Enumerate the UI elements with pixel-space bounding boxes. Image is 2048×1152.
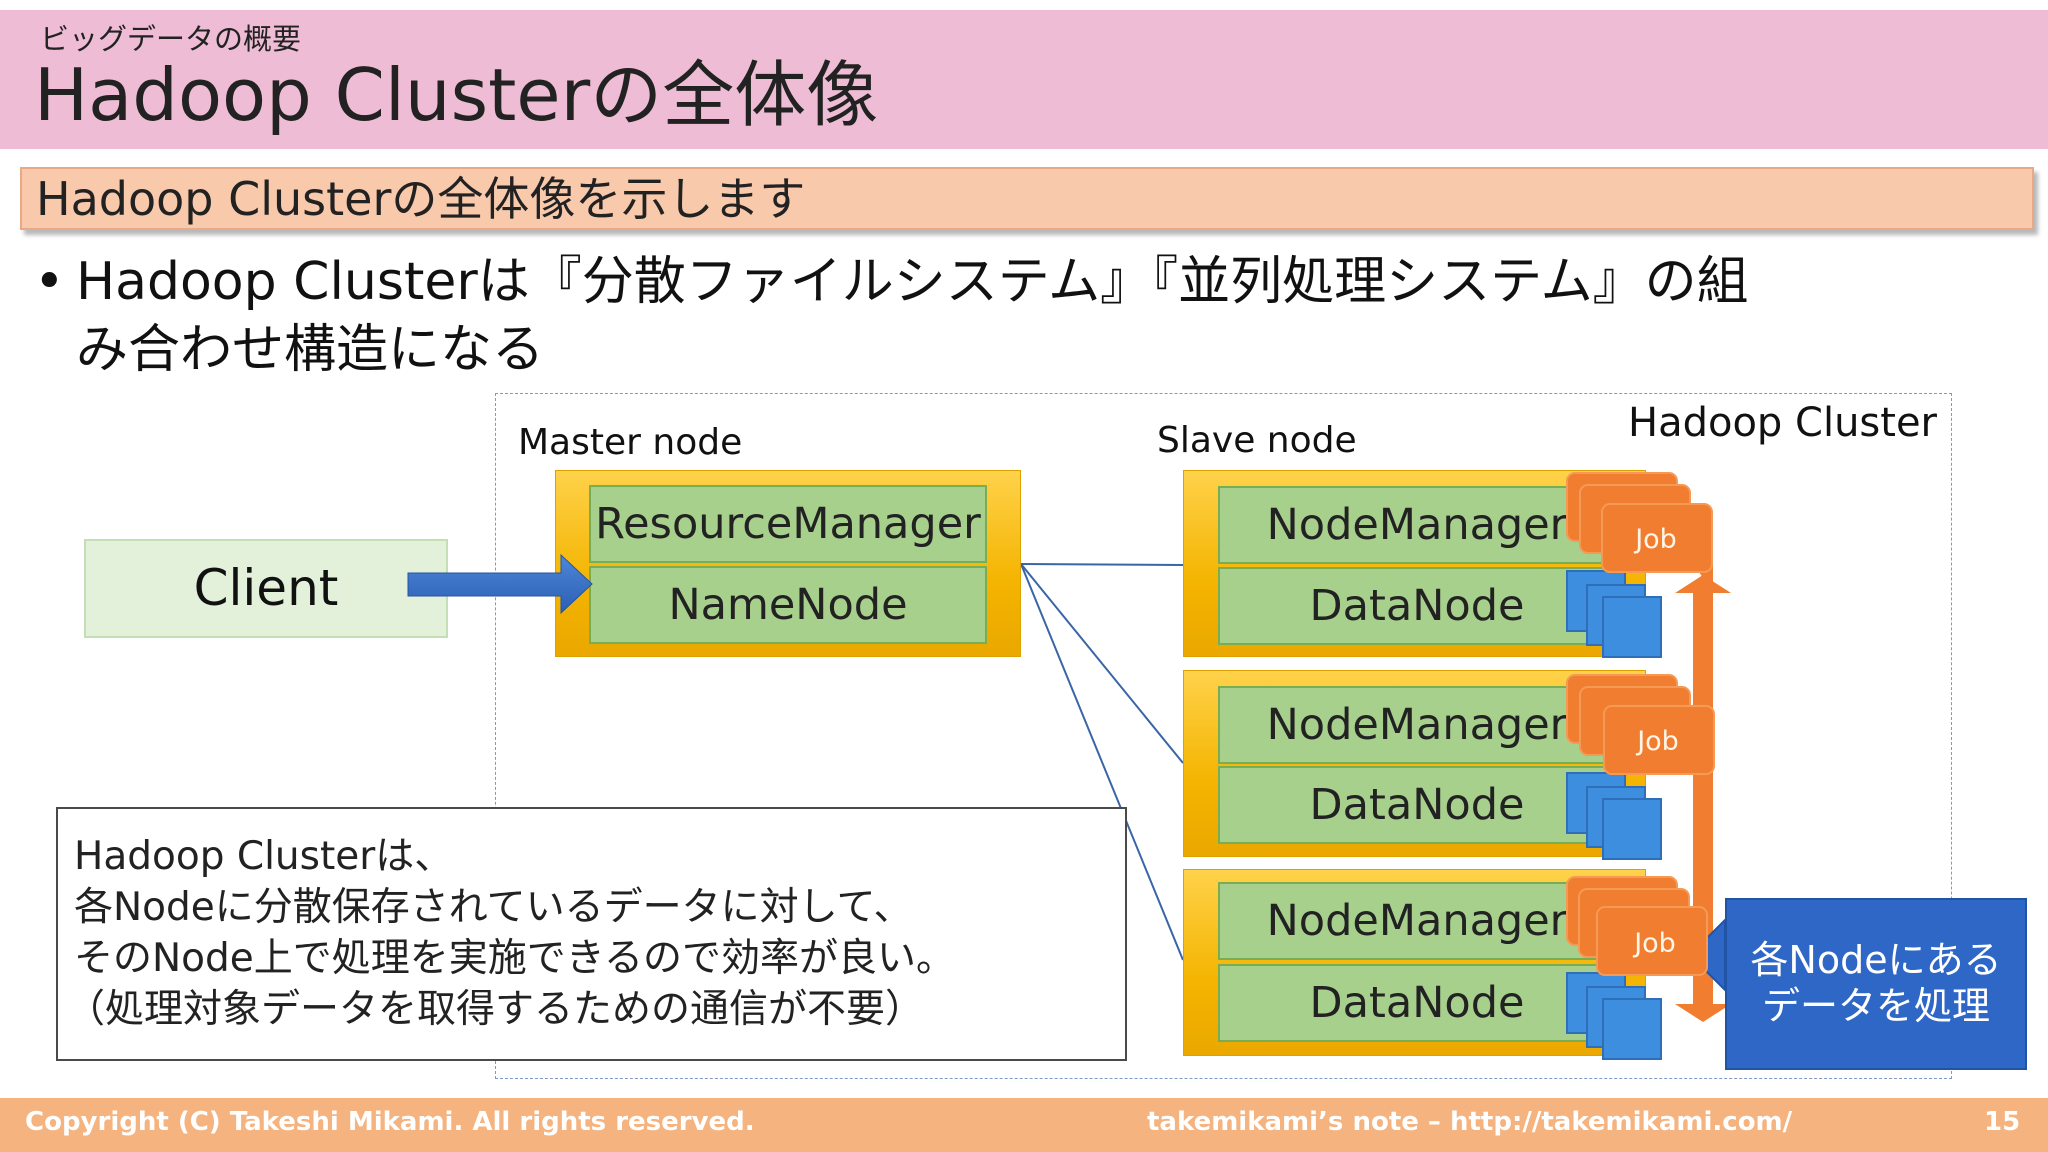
name-node-box bbox=[589, 566, 987, 644]
hadoop-cluster-frame bbox=[495, 393, 1952, 1079]
data-node-label-2: DataNode bbox=[1309, 780, 1525, 830]
note-box bbox=[56, 807, 1127, 1061]
job-stack-3-top bbox=[1596, 906, 1708, 976]
page-number: 15 bbox=[1984, 1107, 2021, 1137]
node-manager-box-3 bbox=[1218, 882, 1616, 960]
job-label-3: Job bbox=[1634, 928, 1676, 959]
note-line-2: 各Nodeに分散保存されているデータに対して、 bbox=[74, 885, 913, 930]
data-block-stack-3-top bbox=[1602, 998, 1662, 1060]
data-node-label-1: DataNode bbox=[1309, 581, 1525, 631]
section-banner-text: Hadoop Clusterの全体像を示します bbox=[36, 172, 806, 226]
footer-site: takemikami’s note – http://takemikami.co… bbox=[1147, 1107, 1793, 1137]
client-to-master-arrow bbox=[407, 553, 593, 615]
slide-title: Hadoop Clusterの全体像 bbox=[34, 53, 879, 137]
data-block-stack-1-top bbox=[1602, 596, 1662, 658]
job-stack-1-top bbox=[1601, 503, 1713, 573]
slide-subtitle: ビッグデータの概要 bbox=[40, 22, 302, 56]
section-banner bbox=[20, 167, 2034, 230]
footer-copyright: Copyright (C) Takeshi Mikami. All rights… bbox=[25, 1107, 755, 1137]
node-manager-box-1 bbox=[1218, 486, 1616, 564]
data-node-label-3: DataNode bbox=[1309, 978, 1525, 1028]
job-label-2: Job bbox=[1637, 726, 1679, 757]
master-node-label: Master node bbox=[518, 422, 743, 463]
data-node-box-1 bbox=[1218, 567, 1616, 645]
name-node-label: NameNode bbox=[668, 580, 908, 630]
hadoop-cluster-label: Hadoop Cluster bbox=[1628, 400, 1938, 446]
title-bar bbox=[0, 10, 2048, 149]
footer-bar bbox=[0, 1098, 2048, 1152]
client-label: Client bbox=[193, 559, 339, 617]
data-block-stack-2-top bbox=[1602, 798, 1662, 860]
note-line-1: Hadoop Clusterは、 bbox=[74, 834, 454, 879]
callout-box bbox=[1725, 898, 2027, 1070]
callout-line-2: データを処理 bbox=[1761, 984, 1990, 1028]
node-manager-label-1: NodeManager bbox=[1266, 500, 1568, 550]
callout-line-1: 各Nodeにある bbox=[1750, 938, 2002, 982]
resource-manager-box bbox=[589, 485, 987, 563]
bullet-text-line-1: Hadoop Clusterは『分散ファイルシステム』『並列処理システム』の組 bbox=[76, 252, 1749, 312]
node-manager-label-2: NodeManager bbox=[1266, 700, 1568, 750]
bullet-symbol: • bbox=[34, 252, 65, 312]
slave-sync-arrow bbox=[1675, 563, 1731, 1022]
slave-node-label: Slave node bbox=[1157, 420, 1357, 461]
client-box bbox=[84, 539, 448, 638]
node-manager-label-3: NodeManager bbox=[1266, 896, 1568, 946]
data-node-box-2 bbox=[1218, 766, 1616, 844]
job-stack-2-top bbox=[1603, 705, 1715, 775]
node-manager-box-2 bbox=[1218, 686, 1616, 764]
resource-manager-label: ResourceManager bbox=[595, 499, 981, 549]
data-node-box-3 bbox=[1218, 964, 1616, 1042]
job-label-1: Job bbox=[1635, 524, 1677, 555]
note-line-3: そのNode上で処理を実施できるので効率が良い。 bbox=[74, 936, 956, 981]
bullet-text-line-2: み合わせ構造になる bbox=[76, 320, 545, 380]
note-line-4: （処理対象データを取得するための通信が不要） bbox=[66, 987, 925, 1032]
